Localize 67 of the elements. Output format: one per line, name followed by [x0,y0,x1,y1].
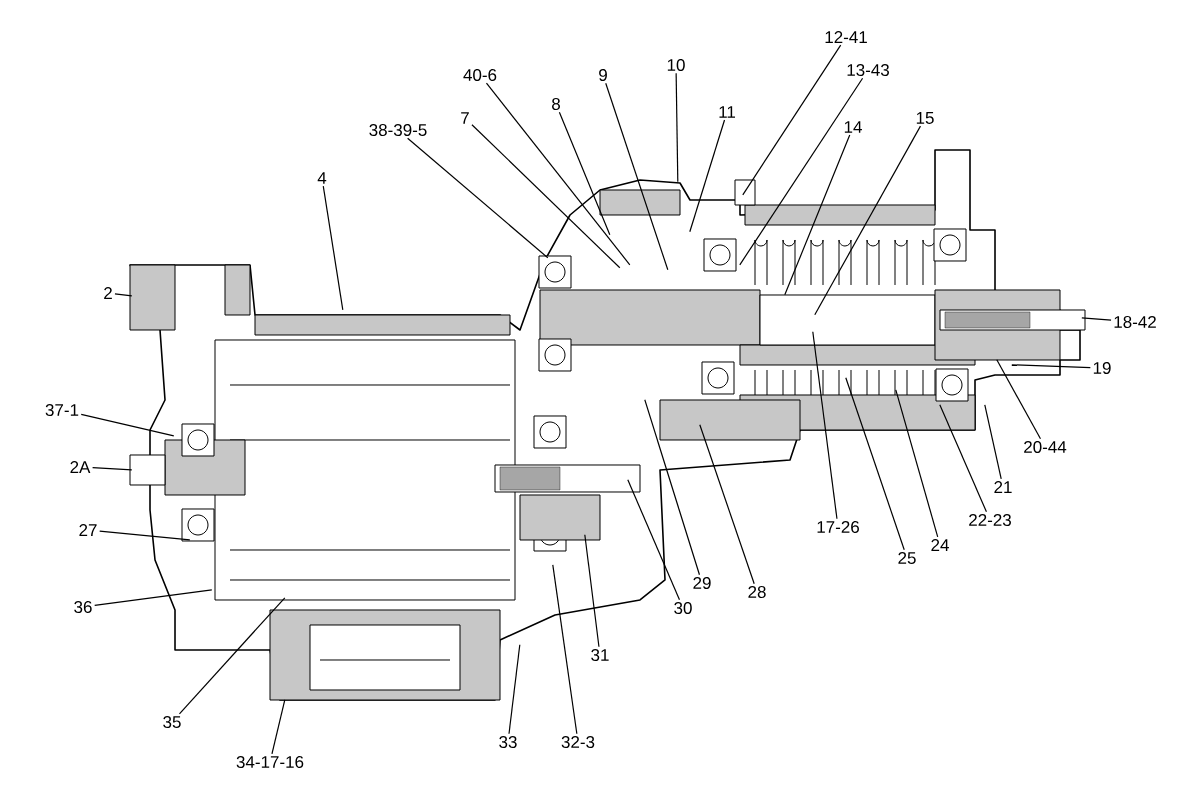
leader-line [80,413,175,437]
leader-line [939,404,988,513]
leader-line [178,597,286,715]
leader-line [627,479,681,601]
callout-number: 8 [552,98,560,110]
leader-line [471,124,621,269]
callout-number: 33 [499,736,517,748]
leader-line [996,359,1042,440]
leader-line [689,119,726,233]
callout-number: 25 [898,552,916,564]
leader-line [895,389,939,538]
leader-line [675,72,679,183]
callout-number: 29 [693,577,711,589]
callout-number: 21 [994,481,1012,493]
callout-number: 32-3 [561,736,595,748]
leader-line [94,589,213,607]
callout-number: 19 [1093,362,1111,374]
leader-line [322,185,344,311]
leader-line [114,293,133,297]
callout-number: 36 [74,601,92,613]
leader-line [508,644,521,735]
leader-line [271,699,286,755]
leader-line [739,77,864,266]
callout-number: 31 [591,649,609,661]
leader-line [99,530,191,541]
leader-line [1081,317,1112,321]
leader-line [407,137,549,259]
callout-number: 2A [70,461,91,473]
callout-number: 27 [79,524,97,536]
leader-line [742,44,842,196]
leader-line [784,134,851,296]
callout-number: 14 [844,121,862,133]
leader-line [984,404,1002,480]
leader-line [1011,364,1091,369]
callout-number: 13-43 [847,64,889,76]
callout-number: 20-44 [1024,441,1067,453]
leader-line [92,467,133,471]
leader-line [605,82,669,271]
callout-number: 18-42 [1114,316,1156,328]
callout-number: 17-26 [817,521,859,533]
callout-number: 34-17-16 [236,755,304,768]
leader-line [558,111,611,236]
callout-number: 7 [461,112,469,124]
callout-number: 24 [931,539,949,551]
callout-number: 10 [667,59,685,71]
callout-number: 28 [748,586,766,598]
callout-number: 2 [104,287,112,299]
leader-line [814,125,922,316]
callout-number: 9 [599,69,607,81]
callout-number: 4 [317,172,327,184]
leader-line [552,564,578,735]
callout-number: 40-6 [463,69,497,81]
leader-line [812,331,838,520]
leader-line [485,82,631,266]
leader-line [699,424,755,585]
leader-line [644,399,701,576]
callout-number: 38-39-5 [369,124,427,136]
callout-number: 11 [719,106,735,118]
callout-number: 15 [916,112,934,124]
callout-number: 35 [163,715,181,728]
leader-line [584,534,600,648]
callout-number: 12-41 [825,31,867,43]
callout-number: 30 [674,602,692,614]
callout-number: 37-1 [45,404,79,416]
callout-number: 22-23 [969,514,1011,526]
starter-cross-section-drawing [129,149,1086,701]
leader-line [845,377,905,551]
